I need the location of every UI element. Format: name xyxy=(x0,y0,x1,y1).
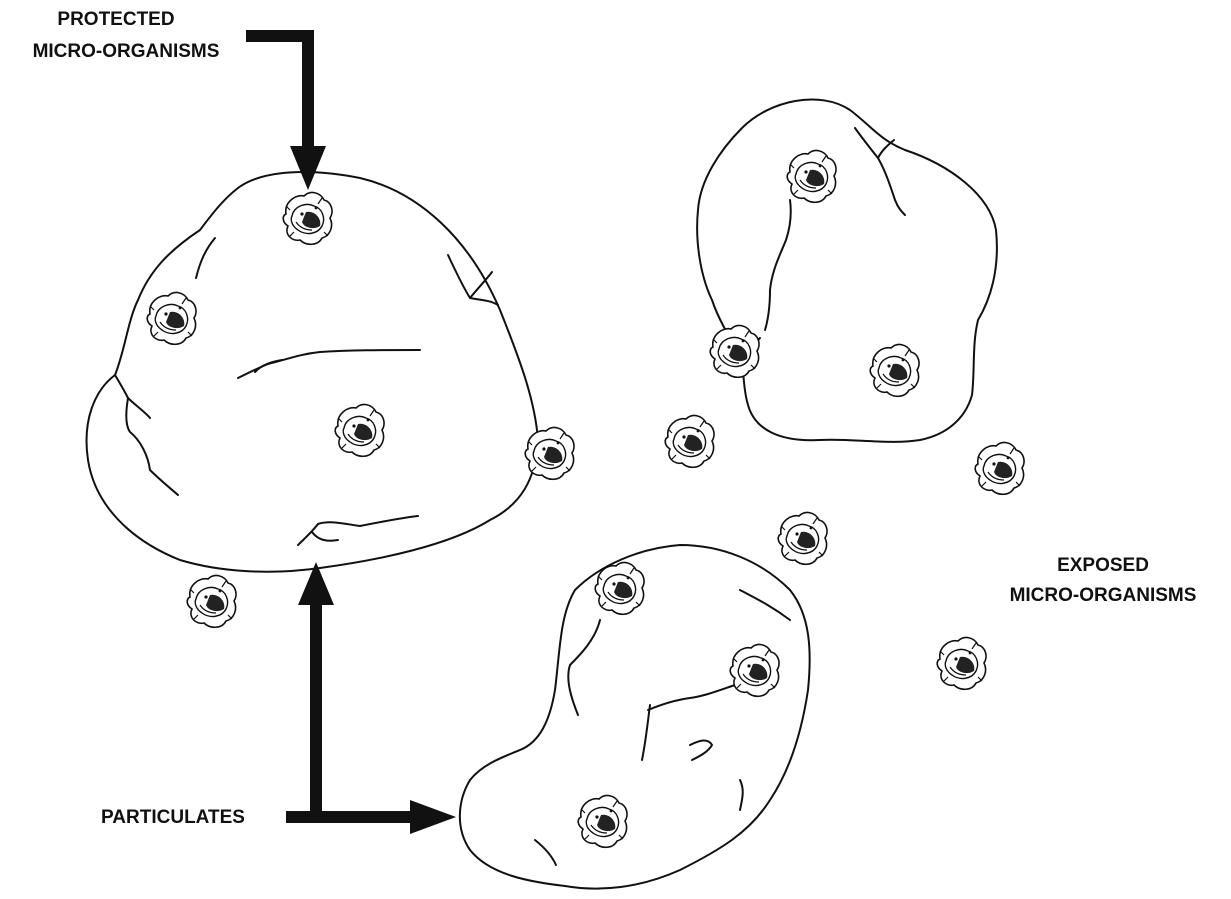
particulates-arrow xyxy=(286,562,456,834)
micro-organism-icon xyxy=(869,343,920,398)
micro-organism-icon xyxy=(594,561,645,616)
micro-organism-icon xyxy=(777,511,828,566)
protected-arrow xyxy=(246,30,326,190)
micro-organism-icon xyxy=(936,636,987,691)
micro-organism-icon xyxy=(664,414,715,469)
micro-organism-icon xyxy=(146,291,197,346)
micro-organism-icon xyxy=(524,426,575,481)
particulate-upper-right xyxy=(696,98,998,443)
protected-label-line2: MICRO-ORGANISMS xyxy=(33,41,220,62)
exposed-label-line1: EXPOSED xyxy=(1057,555,1149,576)
micro-organism-icon xyxy=(786,149,837,204)
micro-organism-icon xyxy=(186,574,237,629)
micro-organism-icon xyxy=(334,403,385,458)
micro-organism-icon xyxy=(729,643,780,698)
exposed-label-line2: MICRO-ORGANISMS xyxy=(1010,585,1197,606)
micro-organism-icon xyxy=(577,794,628,849)
micro-organism-icon xyxy=(974,441,1025,496)
micro-organism-icon xyxy=(709,324,760,379)
particulate-large xyxy=(85,171,539,573)
particulate-lower xyxy=(458,544,811,890)
particulates-label: PARTICULATES xyxy=(101,807,245,828)
protected-label-line1: PROTECTED xyxy=(57,9,174,30)
micro-organism-icon xyxy=(282,191,333,246)
